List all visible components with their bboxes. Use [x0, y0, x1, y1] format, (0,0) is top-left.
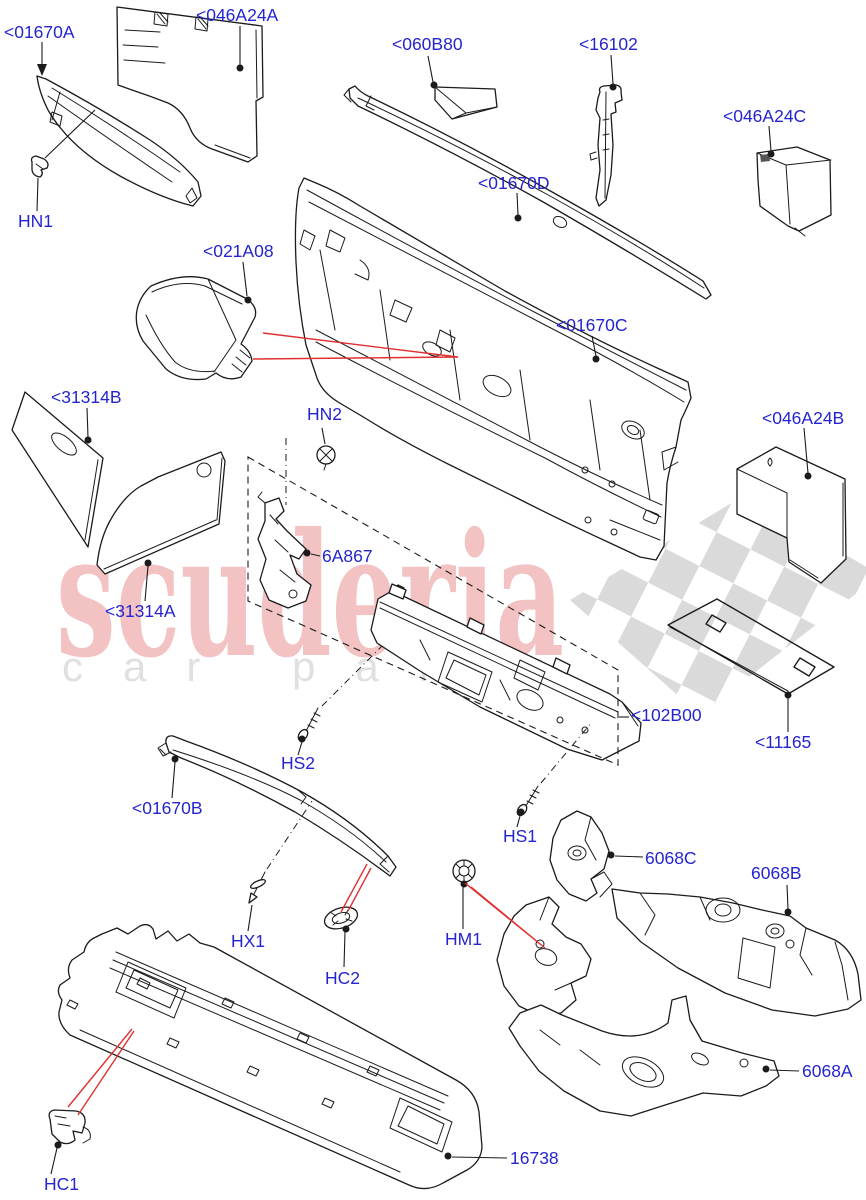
part-31314A-drawing: [96, 451, 226, 575]
part-label-01670C[interactable]: <01670C: [556, 315, 628, 335]
part-046A24B-drawing: [736, 446, 847, 584]
part-label-102B00[interactable]: <102B00: [631, 705, 702, 725]
part-HM1-grommet: [452, 859, 476, 883]
part-label-046A24A[interactable]: <046A24A: [196, 5, 279, 25]
part-label-31314B[interactable]: <31314B: [51, 387, 122, 407]
part-label-6068A[interactable]: 6068A: [802, 1061, 853, 1081]
part-label-01670D[interactable]: <01670D: [478, 173, 550, 193]
part-31314B-drawing: [11, 391, 104, 548]
part-label-31314A[interactable]: <31314A: [105, 601, 176, 621]
part-label-HM1[interactable]: HM1: [445, 929, 482, 949]
part-01670D-drawing: [343, 85, 712, 300]
part-HN2-fastener: [316, 445, 336, 471]
part-label-HS1[interactable]: HS1: [503, 826, 538, 846]
leader-lines: [36, 26, 812, 1175]
part-102B00-drawing: [370, 583, 642, 761]
part-01670B-drawing: [157, 735, 397, 877]
centerlines: [266, 438, 593, 870]
red-pointer-lines: [67, 332, 546, 1116]
part-label-6A867[interactable]: 6A867: [322, 546, 373, 566]
part-label-HN2[interactable]: HN2: [307, 404, 343, 424]
part-HN1-fastener: [30, 155, 49, 178]
assembly-dashed-box: [247, 456, 619, 766]
part-label-HS2[interactable]: HS2: [281, 753, 316, 773]
part-6068A-left-drawing: [496, 896, 592, 1017]
part-060B80-drawing: [434, 86, 498, 120]
part-label-HC1[interactable]: HC1: [44, 1174, 80, 1194]
part-label-6068C[interactable]: 6068C: [645, 848, 697, 868]
part-046A24A-drawing: [116, 6, 264, 163]
part-label-6068B[interactable]: 6068B: [751, 863, 802, 883]
part-021A08-drawing: [135, 276, 257, 381]
part-16102-drawing: [589, 84, 623, 207]
part-label-HC2[interactable]: HC2: [325, 968, 361, 988]
part-label-046A24B[interactable]: <046A24B: [762, 408, 845, 428]
part-HX1-pin: [248, 871, 267, 904]
part-01670C-dash-panel-drawing: [294, 177, 692, 561]
part-label-021A08[interactable]: <021A08: [203, 241, 274, 261]
part-label-16102[interactable]: <16102: [579, 34, 638, 54]
part-6068A-right-drawing: [508, 995, 780, 1117]
part-6068B-drawing: [611, 888, 862, 1017]
part-label-01670A[interactable]: <01670A: [4, 22, 75, 42]
part-11165-drawing: [667, 598, 835, 695]
part-label-HN1[interactable]: HN1: [18, 211, 54, 231]
part-046A24C-drawing: [756, 146, 832, 237]
part-HC2-grommet: [323, 906, 359, 930]
part-label-060B80[interactable]: <060B80: [392, 34, 463, 54]
part-6068C-drawing: [549, 810, 613, 902]
part-label-11165[interactable]: <11165: [755, 732, 812, 752]
part-01670A-drawing: [36, 75, 202, 207]
part-label-HX1[interactable]: HX1: [231, 931, 266, 951]
part-6A867-drawing: [257, 491, 312, 609]
part-16738-floor-panel-drawing: [57, 923, 483, 1190]
part-label-01670B[interactable]: <01670B: [132, 798, 203, 818]
part-label-046A24C[interactable]: <046A24C: [723, 106, 807, 126]
part-label-16738[interactable]: 16738: [510, 1148, 559, 1168]
part-HC1-clip: [48, 1109, 91, 1145]
